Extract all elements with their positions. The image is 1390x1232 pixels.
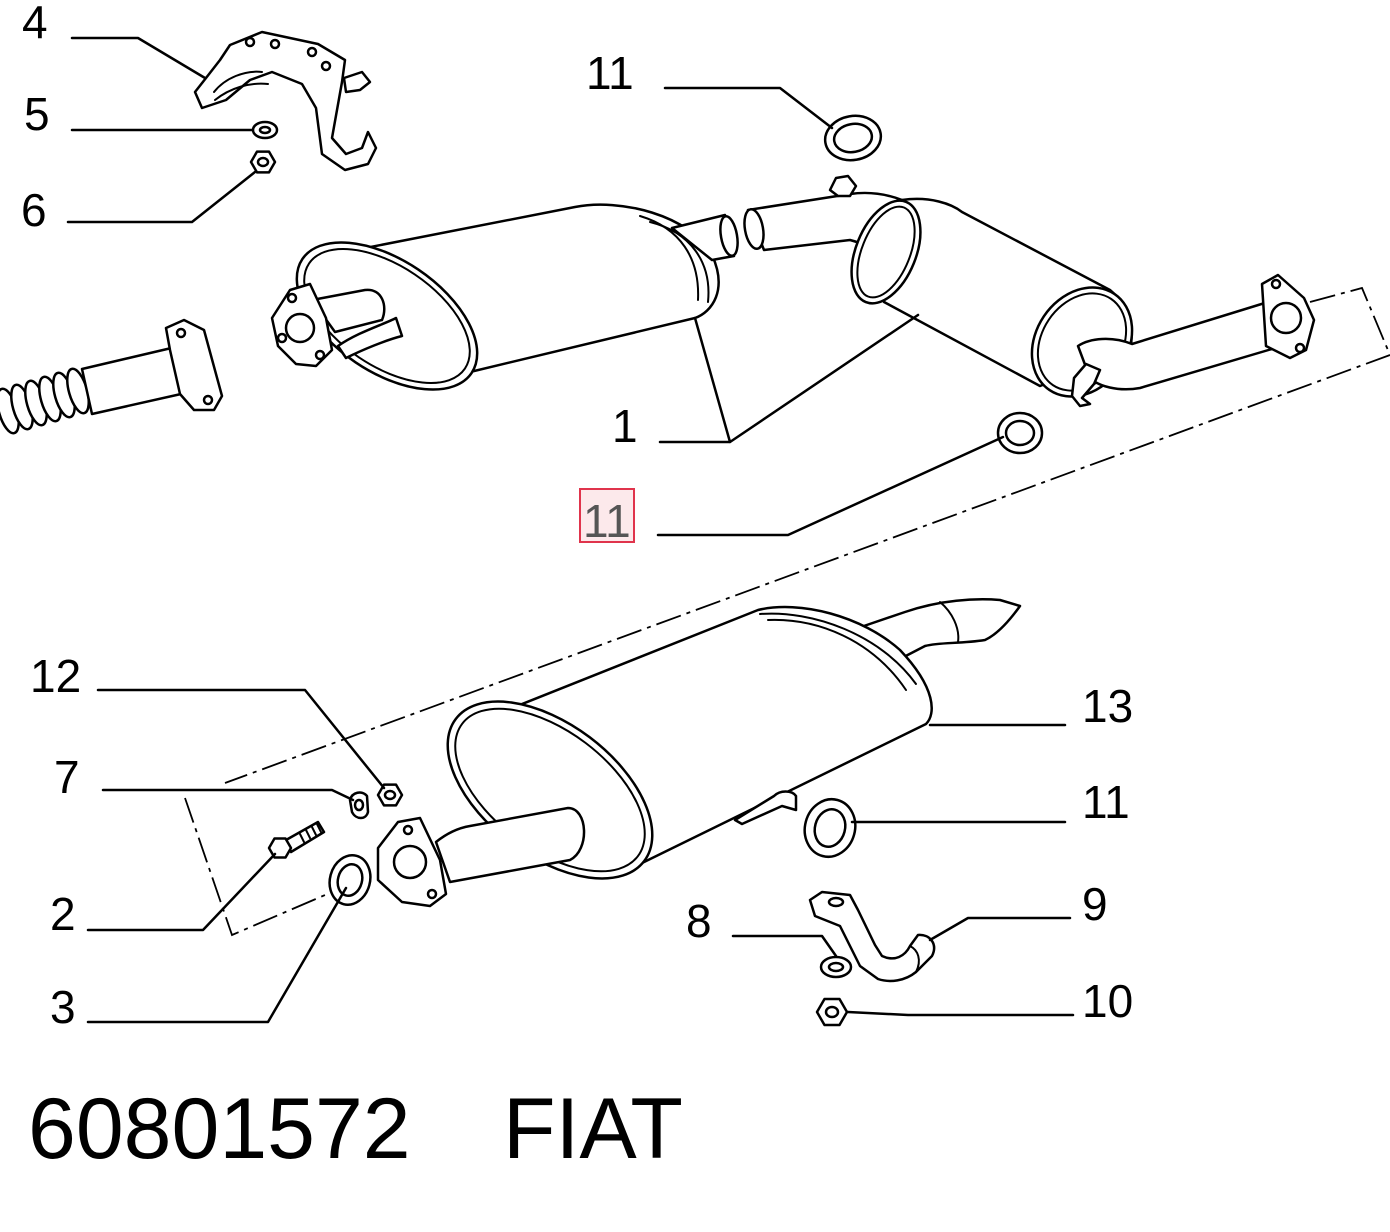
bolt-2 [267, 820, 326, 859]
gasket-3 [328, 854, 372, 906]
callout-2: 2 [50, 888, 76, 940]
leader-1 [658, 313, 920, 444]
callout-8: 8 [686, 895, 712, 947]
leader-6 [66, 170, 257, 224]
leader-4 [70, 36, 207, 80]
callout-13: 13 [1082, 680, 1133, 732]
front-flex-pipe [0, 318, 224, 435]
gasket-ring-middle [996, 411, 1044, 455]
callout-11-top: 11 [586, 47, 634, 99]
leader-3 [86, 886, 348, 1024]
callout-4: 4 [22, 0, 48, 48]
callout-3: 3 [50, 981, 76, 1033]
nut-12 [376, 783, 404, 807]
callout-1: 1 [612, 400, 638, 452]
nut-10 [815, 997, 849, 1027]
callout-7: 7 [54, 751, 80, 803]
callout-labels: 4 5 6 11 1 11 12 7 2 3 13 11 8 9 10 [21, 0, 1133, 1033]
callout-9: 9 [1082, 878, 1108, 930]
center-silencer-assembly [270, 174, 1316, 408]
washer-8 [819, 955, 853, 979]
callout-11-middle: 11 [583, 495, 631, 547]
leader-lines [66, 36, 1075, 1024]
callout-12: 12 [30, 650, 81, 702]
leader-11-top [663, 86, 834, 130]
leader-12 [96, 688, 386, 790]
leader-10 [846, 1010, 1075, 1017]
leader-7 [101, 788, 355, 802]
leader-8 [731, 934, 838, 958]
hanger-bracket-top [193, 30, 378, 172]
rear-muffler [376, 598, 1022, 908]
gasket-ring-right [803, 798, 857, 858]
leader-2 [86, 852, 277, 932]
clip-washer-7 [348, 791, 370, 820]
callout-10: 10 [1082, 975, 1133, 1027]
callout-highlight-box [579, 488, 635, 543]
part-number: 60801572 [28, 1081, 411, 1177]
leader-9 [928, 916, 1072, 942]
gasket-ring-top [823, 114, 883, 162]
callout-6: 6 [21, 184, 47, 236]
callout-11-right: 11 [1082, 776, 1130, 828]
assembly-centerlines [184, 286, 1390, 937]
nut-6 [249, 150, 277, 174]
leader-11-middle [656, 435, 1005, 537]
callout-5: 5 [24, 88, 50, 140]
brand-name: FIAT [503, 1081, 683, 1177]
washer-5 [251, 120, 279, 140]
